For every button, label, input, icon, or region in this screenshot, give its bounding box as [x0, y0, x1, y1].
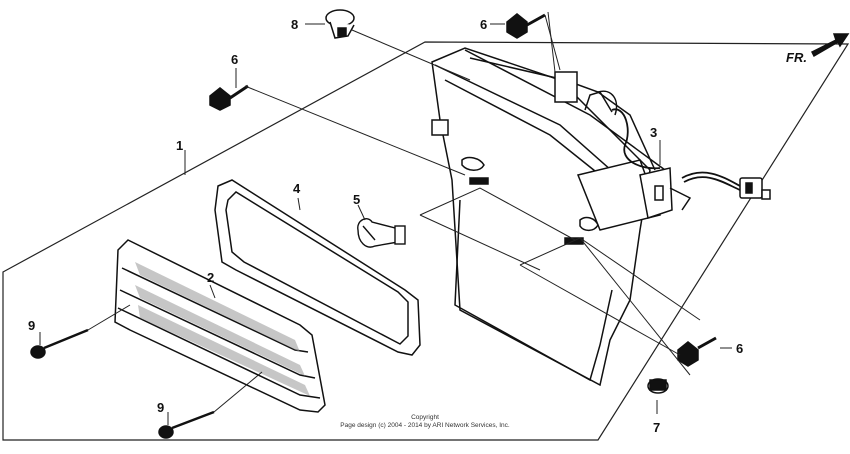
- screw-9-bottom-icon: [158, 410, 215, 439]
- copyright-line-2: Page design (c) 2004 - 2014 by ARI Netwo…: [340, 422, 510, 429]
- grommet-7-icon: [647, 378, 669, 394]
- callout-1: 1: [176, 138, 183, 153]
- callout-5: 5: [353, 192, 360, 207]
- assembly-outline: [2, 41, 850, 441]
- screw-9-left-icon: [30, 328, 89, 359]
- front-direction-label: FR.: [786, 50, 807, 65]
- bulb: [357, 218, 406, 248]
- clamp-icon: [325, 9, 355, 39]
- callout-4: 4: [293, 181, 301, 196]
- bolt-6-left-icon: [209, 84, 249, 111]
- bolt-6-top-icon: [506, 13, 546, 39]
- bolt-6-right-icon: [677, 336, 717, 367]
- callout-8: 8: [291, 17, 298, 32]
- callout-3: 3: [650, 125, 657, 140]
- lens-texture: [135, 262, 310, 396]
- callout-7: 7: [653, 420, 660, 435]
- leader-lines: [39, 11, 732, 425]
- gasket: [214, 179, 421, 356]
- taillight-housing: [431, 47, 692, 387]
- front-direction-arrow-icon: [810, 33, 850, 58]
- wiring-harness: [611, 108, 741, 191]
- callout-2: 2: [207, 270, 214, 285]
- wire-connector-icon: [739, 177, 771, 200]
- callout-6-left: 6: [231, 52, 238, 67]
- copyright-line-1: Copyright: [411, 414, 439, 421]
- callout-9-bottom: 9: [157, 400, 164, 415]
- callout-6-right: 6: [736, 341, 743, 356]
- callout-9-left: 9: [28, 318, 35, 333]
- callout-6-top: 6: [480, 17, 487, 32]
